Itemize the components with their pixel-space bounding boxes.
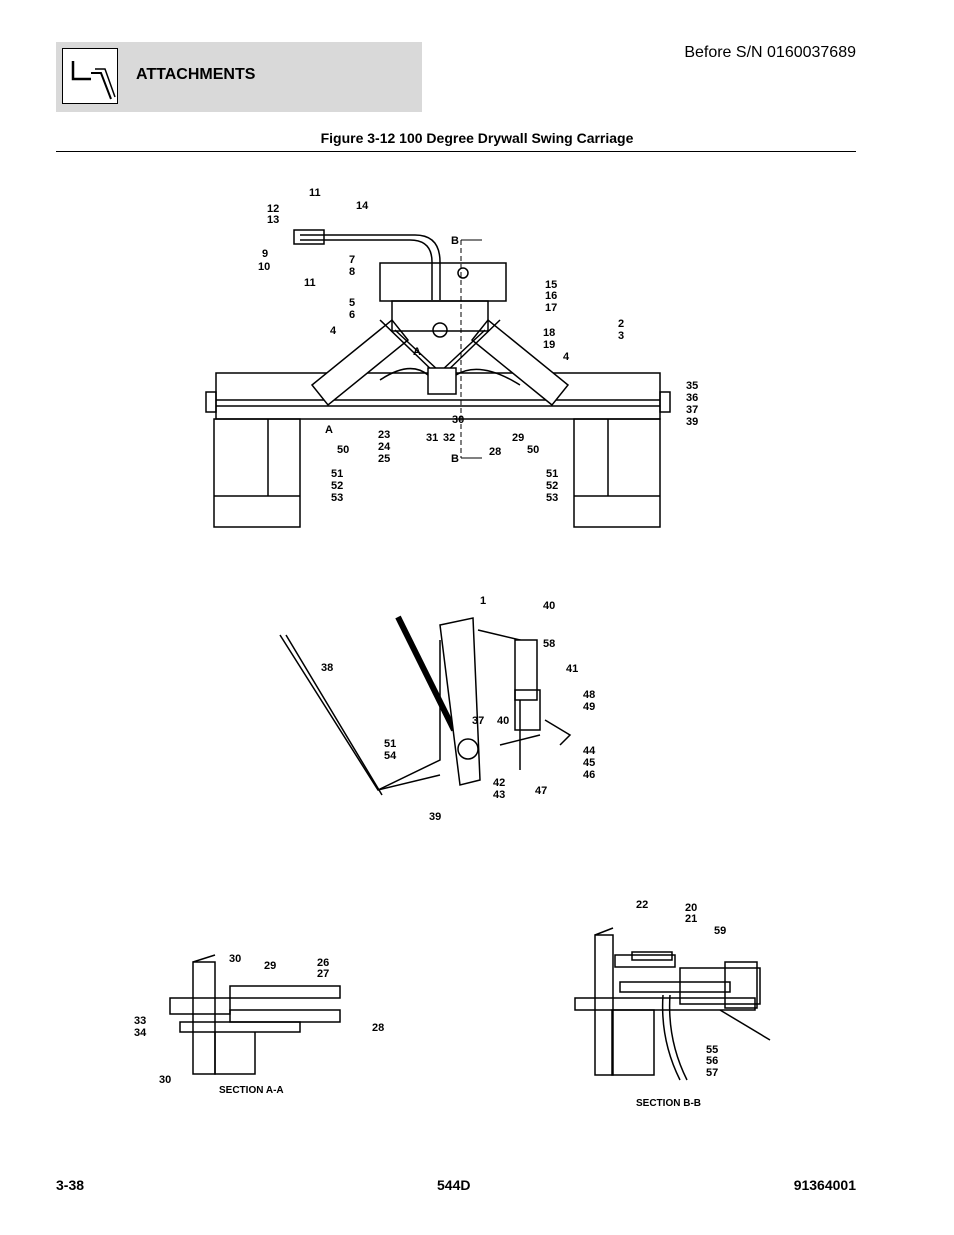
svg-text:34: 34 (134, 1027, 147, 1039)
svg-text:55: 55 (706, 1044, 718, 1056)
svg-text:10: 10 (258, 261, 270, 273)
svg-text:56: 56 (706, 1055, 718, 1067)
svg-text:29: 29 (512, 432, 524, 444)
svg-text:16: 16 (545, 290, 557, 302)
svg-text:42: 42 (493, 777, 505, 789)
svg-text:33: 33 (134, 1015, 146, 1027)
svg-text:1: 1 (480, 595, 486, 607)
svg-text:19: 19 (543, 339, 555, 351)
svg-text:27: 27 (317, 968, 329, 980)
svg-text:B: B (451, 235, 459, 247)
svg-text:51: 51 (546, 468, 558, 480)
svg-text:25: 25 (378, 453, 390, 465)
svg-text:36: 36 (686, 392, 698, 404)
serial-note: Before S/N 0160037689 (684, 44, 856, 61)
svg-text:26: 26 (317, 957, 329, 969)
svg-text:57: 57 (706, 1067, 718, 1079)
svg-text:15: 15 (545, 279, 557, 291)
svg-text:13: 13 (267, 214, 279, 226)
svg-text:4: 4 (330, 325, 337, 337)
svg-text:3: 3 (618, 330, 624, 342)
svg-text:11: 11 (304, 277, 316, 289)
svg-text:59: 59 (714, 925, 726, 937)
svg-text:29: 29 (264, 960, 276, 972)
header-divider (56, 151, 856, 152)
svg-text:B: B (451, 453, 459, 465)
svg-text:41: 41 (566, 663, 578, 675)
svg-text:4: 4 (563, 351, 570, 363)
svg-text:49: 49 (583, 701, 595, 713)
svg-text:58: 58 (543, 638, 555, 650)
svg-text:48: 48 (583, 689, 595, 701)
svg-text:8: 8 (349, 266, 355, 278)
svg-text:35: 35 (686, 380, 698, 392)
svg-text:31: 31 (426, 432, 438, 444)
svg-text:A: A (325, 424, 333, 436)
svg-text:52: 52 (546, 480, 558, 492)
svg-text:12: 12 (267, 203, 279, 215)
svg-text:6: 6 (349, 309, 355, 321)
svg-text:40: 40 (497, 715, 509, 727)
svg-text:32: 32 (443, 432, 455, 444)
svg-text:54: 54 (384, 750, 397, 762)
figure-title: Figure 3-12 100 Degree Drywall Swing Car… (320, 130, 634, 146)
svg-text:22: 22 (636, 899, 648, 911)
svg-text:38: 38 (321, 662, 333, 674)
svg-text:11: 11 (309, 187, 321, 199)
svg-text:7: 7 (349, 254, 355, 266)
svg-text:50: 50 (337, 444, 349, 456)
document-number: 91364001 (793, 1177, 856, 1193)
svg-text:45: 45 (583, 757, 595, 769)
section-b-label: SECTION B-B (636, 1098, 701, 1109)
svg-text:21: 21 (685, 913, 697, 925)
svg-text:28: 28 (489, 446, 501, 458)
svg-text:37: 37 (686, 404, 698, 416)
svg-text:28: 28 (372, 1022, 384, 1034)
svg-text:53: 53 (331, 492, 343, 504)
svg-text:30: 30 (229, 953, 241, 965)
svg-text:24: 24 (378, 441, 391, 453)
svg-text:9: 9 (262, 248, 268, 260)
svg-text:5: 5 (349, 297, 355, 309)
svg-text:52: 52 (331, 480, 343, 492)
svg-text:37: 37 (472, 715, 484, 727)
svg-text:51: 51 (331, 468, 343, 480)
svg-text:18: 18 (543, 327, 555, 339)
section-a-label: SECTION A-A (219, 1085, 284, 1096)
svg-text:46: 46 (583, 769, 595, 781)
model-number: 544D (437, 1177, 471, 1193)
svg-text:23: 23 (378, 429, 390, 441)
svg-text:30: 30 (159, 1074, 171, 1086)
svg-text:20: 20 (685, 902, 697, 914)
svg-text:17: 17 (545, 302, 557, 314)
page-number: 3-38 (56, 1177, 85, 1193)
svg-text:14: 14 (356, 200, 369, 212)
svg-text:47: 47 (535, 785, 547, 797)
section-title: ATTACHMENTS (136, 66, 256, 83)
svg-text:A: A (413, 346, 421, 358)
svg-text:50: 50 (527, 444, 539, 456)
svg-text:40: 40 (543, 600, 555, 612)
carriage-attachment-icon (62, 48, 118, 104)
svg-text:30: 30 (452, 414, 464, 426)
svg-text:53: 53 (546, 492, 558, 504)
svg-text:51: 51 (384, 738, 396, 750)
svg-text:39: 39 (429, 811, 441, 823)
svg-text:39: 39 (686, 416, 698, 428)
svg-text:43: 43 (493, 789, 505, 801)
svg-text:44: 44 (583, 745, 596, 757)
svg-text:2: 2 (618, 318, 624, 330)
